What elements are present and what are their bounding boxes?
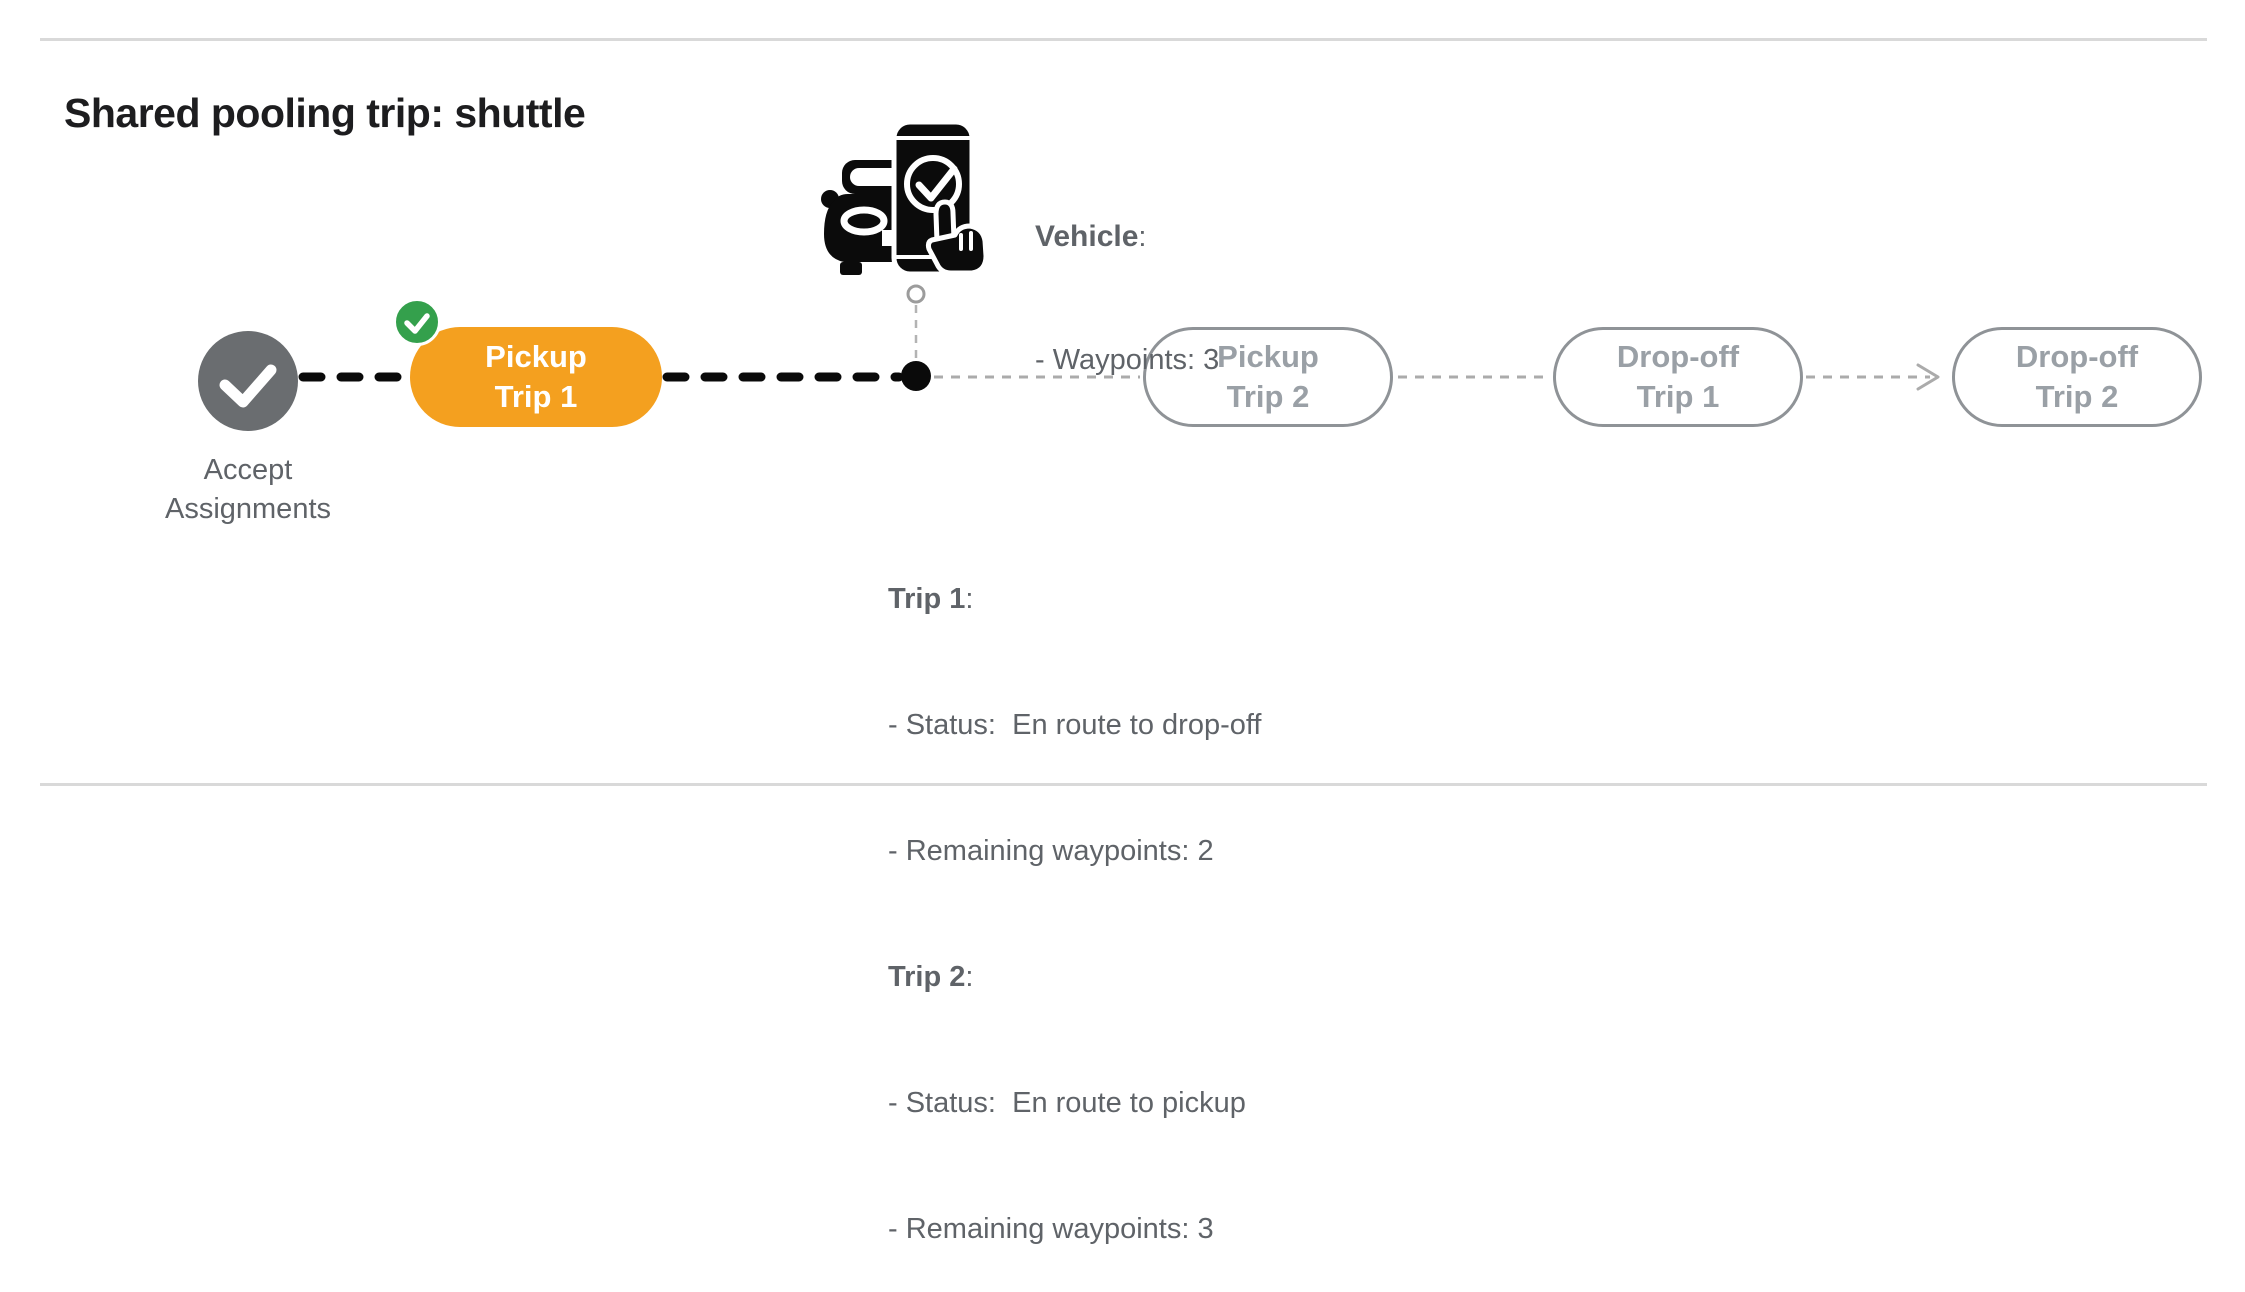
vehicle-marker-anchor-icon — [906, 284, 926, 304]
node-dropoff-trip-1: Drop-off Trip 1 — [1553, 327, 1803, 427]
vehicle-info: Vehicle: - Waypoints: 3 — [1035, 134, 1219, 422]
trip2-remaining: - Remaining waypoints: 3 — [888, 1213, 1214, 1245]
node-pickup-trip-1: Pickup Trip 1 — [410, 327, 662, 427]
node-pickup-trip-2: Pickup Trip 2 — [1143, 327, 1393, 427]
current-position-dot — [901, 361, 931, 391]
trip-status-panel: Trip 1: - Status: En route to drop-off -… — [888, 494, 1261, 1292]
bottom-divider — [40, 783, 2207, 786]
trip1-remaining: - Remaining waypoints: 2 — [888, 835, 1214, 867]
arrowhead-icon — [1916, 363, 1940, 391]
node-accept-assignments — [198, 331, 298, 431]
page-title: Shared pooling trip: shuttle — [64, 90, 586, 136]
check-icon — [219, 364, 277, 408]
accept-assignments-label: Accept Assignments — [164, 454, 331, 525]
completed-check-badge — [393, 298, 441, 346]
top-divider — [40, 38, 2207, 41]
shared-pooling-diagram: { "header": { "title": "Shared pooling t… — [40, 38, 2207, 1245]
vehicle-check-icon — [820, 116, 990, 278]
trip1-status: - Status: En route to drop-off — [888, 709, 1262, 741]
timeline-connectors — [298, 284, 1940, 391]
node-dropoff-trip-2: Drop-off Trip 2 — [1952, 327, 2202, 427]
check-icon — [404, 313, 430, 334]
trip2-title: Trip 2: — [888, 961, 974, 993]
vehicle-info-title: Vehicle: — [1035, 220, 1147, 253]
trip2-status: - Status: En route to pickup — [888, 1087, 1246, 1119]
vehicle-waypoints: - Waypoints: 3 — [1035, 344, 1220, 376]
trip1-title: Trip 1: — [888, 583, 974, 615]
